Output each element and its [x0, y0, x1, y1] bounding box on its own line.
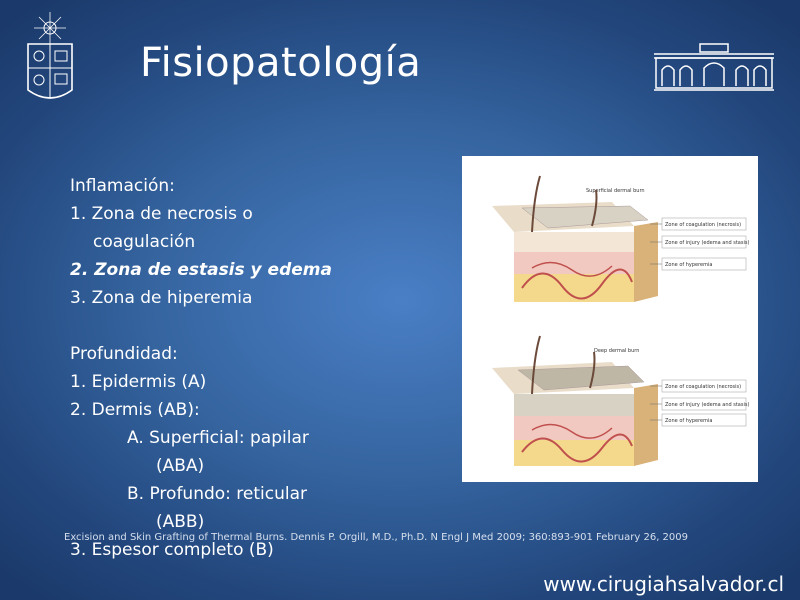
panel-title: Superficial dermal burn	[586, 188, 645, 194]
hospital-building-logo	[654, 43, 774, 91]
list-item: (ABA)	[156, 456, 205, 476]
list-item: 1. Epidermis (A)	[70, 372, 207, 392]
citation-text: Excision and Skin Grafting of Thermal Bu…	[64, 532, 689, 543]
list-item: A. Superficial: papilar	[127, 428, 309, 448]
list-item: (ABB)	[156, 512, 205, 532]
zone-label: Zone of hyperemia	[665, 262, 712, 268]
zone-label: Zone of hyperemia	[665, 418, 712, 424]
list-item: B. Profundo: reticular	[127, 484, 308, 504]
panel-title: Deep dermal burn	[594, 348, 639, 354]
page-title: Fisiopatología	[140, 40, 422, 86]
zone-label: Zone of injury (edema and stasis)	[665, 240, 749, 246]
zone-label: Zone of coagulation (necrosis)	[665, 384, 741, 390]
list-item: 3. Espesor completo (B)	[70, 540, 274, 560]
list-item: 3. Zona de hiperemia	[70, 288, 253, 308]
university-seal-logo	[27, 12, 73, 99]
list-item-highlighted: 2. Zona de estasis y edema	[70, 260, 332, 280]
depth-heading: Profundidad:	[70, 344, 178, 364]
zone-label: Zone of injury (edema and stasis)	[665, 402, 749, 408]
list-item: 1. Zona de necrosis o	[70, 204, 253, 224]
deep-burn-panel: Deep dermal burn Zone of coagulation (ne…	[492, 335, 749, 466]
zone-label: Zone of coagulation (necrosis)	[665, 222, 741, 228]
inflammation-heading: Inflamación:	[70, 176, 175, 196]
list-item: coagulación	[93, 232, 196, 252]
website-url: www.cirugiahsalvador.cl	[543, 572, 784, 596]
list-item: 2. Dermis (AB):	[70, 400, 200, 420]
burn-depth-illustration: Superficial dermal burn Zone of c	[462, 156, 758, 482]
superficial-burn-panel: Superficial dermal burn Zone of c	[492, 175, 749, 302]
